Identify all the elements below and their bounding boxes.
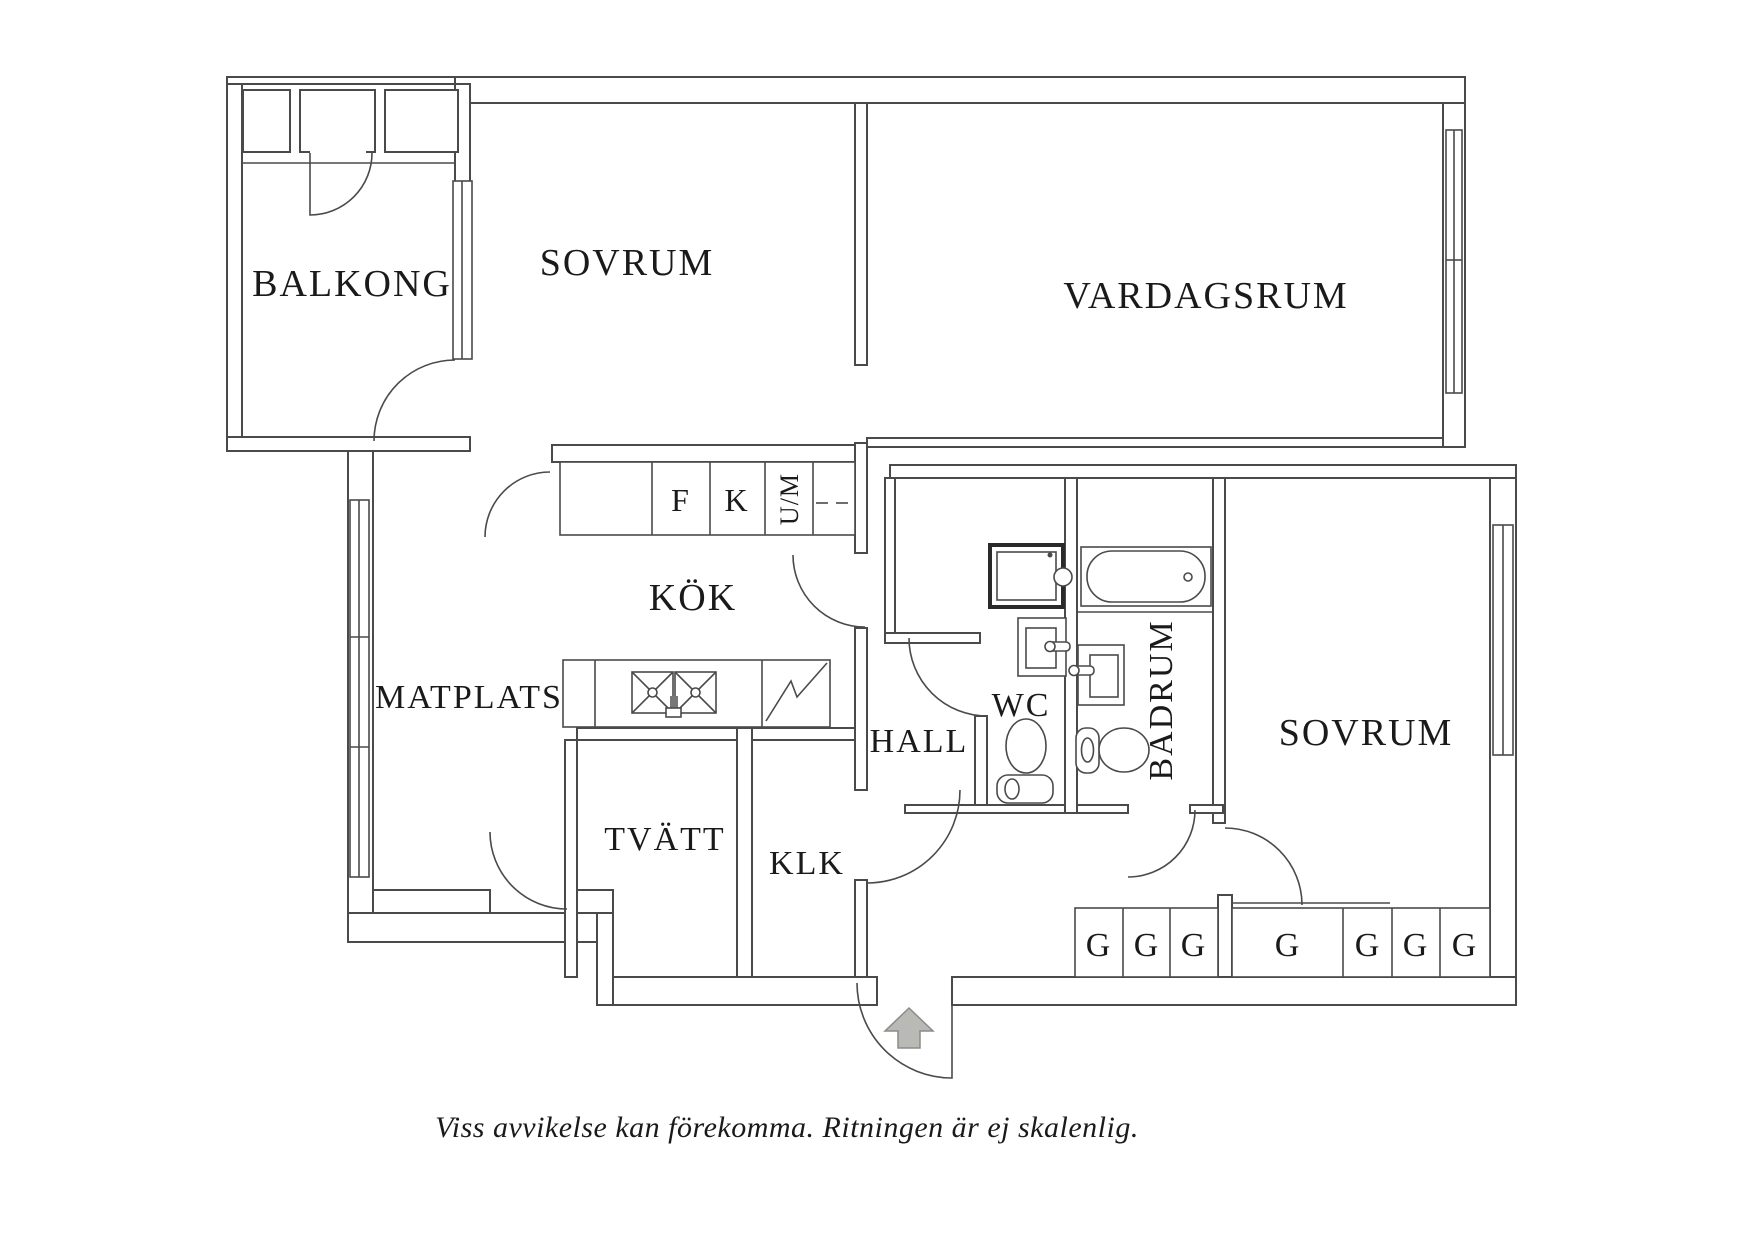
wall-tvatt-left bbox=[564, 739, 578, 978]
door-tvatt bbox=[489, 831, 568, 910]
label-hall: HALL bbox=[870, 723, 969, 760]
wall-top-main bbox=[454, 76, 1466, 104]
label-kok: KÖK bbox=[649, 577, 737, 619]
wall-hall-nook-horiz bbox=[884, 632, 981, 644]
label-tvatt: TVÄTT bbox=[604, 821, 725, 858]
wc-fixtures bbox=[988, 543, 1073, 804]
wall-wc-block-top bbox=[889, 464, 1517, 479]
sink-left bbox=[631, 671, 674, 714]
bathtub-icon bbox=[1077, 546, 1213, 613]
label-sovrum-top: SOVRUM bbox=[540, 242, 715, 284]
wall-kok-top bbox=[551, 444, 856, 463]
door-badrum bbox=[1127, 809, 1196, 878]
wall-badrum-south-right bbox=[1189, 804, 1224, 814]
label-wc: WC bbox=[992, 687, 1051, 724]
label-vardagsrum: VARDAGSRUM bbox=[1063, 275, 1348, 317]
door-balcony bbox=[373, 359, 456, 442]
wc-sink-icon bbox=[1017, 617, 1071, 677]
label-g-3: G bbox=[1181, 927, 1208, 964]
label-balkong: BALKONG bbox=[252, 263, 452, 305]
wall-kok-hall-upper bbox=[854, 442, 868, 554]
wardrobe-row bbox=[1074, 902, 1491, 978]
label-oven-micro: U/M bbox=[775, 473, 804, 525]
kitchen-upper-cabinets bbox=[559, 461, 856, 536]
room-labels: BALKONG SOVRUM VARDAGSRUM KÖK MATPLATS T… bbox=[252, 242, 1454, 882]
wardrobe-labels: G G G G G G G bbox=[1086, 927, 1479, 964]
wall-balcony-top bbox=[226, 76, 471, 85]
door-entrance bbox=[856, 982, 953, 1079]
label-g-2: G bbox=[1134, 927, 1161, 964]
wall-sovrum2-stub bbox=[1217, 894, 1233, 978]
door-balcony-railing bbox=[309, 152, 373, 216]
badrum-sink-icon bbox=[1068, 644, 1125, 706]
window-matplats-left bbox=[349, 499, 370, 878]
wall-vardagsrum-bottom bbox=[866, 437, 1444, 448]
label-g-4: G bbox=[1275, 927, 1302, 964]
faucet-icon bbox=[665, 696, 682, 718]
wall-wc-left bbox=[974, 715, 988, 814]
wall-wc-south bbox=[904, 804, 1066, 814]
door-sovrum-right bbox=[1224, 827, 1303, 906]
doors bbox=[309, 152, 1303, 1079]
label-matplats: MATPLATS bbox=[375, 679, 563, 716]
label-fridge: F bbox=[671, 482, 691, 518]
window-vardagsrum bbox=[1445, 129, 1463, 394]
window-balcony bbox=[452, 180, 473, 360]
balcony-railing-door-gap bbox=[310, 140, 366, 153]
door-wc bbox=[908, 637, 988, 717]
label-badrum: BADRUM bbox=[1143, 619, 1180, 780]
wall-bottom-left-outer bbox=[347, 912, 598, 943]
balcony-railing-3 bbox=[384, 89, 459, 153]
wall-kok-hall-mid bbox=[854, 627, 868, 791]
wall-klk-hall-lower bbox=[854, 879, 868, 978]
windows bbox=[349, 129, 1514, 878]
kitchen-counter bbox=[562, 659, 831, 728]
caption-text: Viss avvikelse kan förekomma. Ritningen … bbox=[435, 1111, 1139, 1144]
walls bbox=[226, 76, 1517, 1006]
appliance-labels: F K U/M bbox=[671, 473, 804, 525]
door-kok bbox=[792, 554, 866, 628]
label-klk: KLK bbox=[769, 845, 845, 882]
door-sovrum-top bbox=[484, 471, 551, 538]
wall-hall-nook-vert bbox=[884, 477, 896, 639]
label-g-5: G bbox=[1355, 927, 1382, 964]
wall-bottom-step bbox=[596, 912, 614, 1006]
wall-badrum-south-left bbox=[1076, 804, 1129, 814]
wall-bottom-mid bbox=[612, 976, 878, 1006]
balcony-railing-1 bbox=[242, 89, 291, 153]
sink-right bbox=[674, 671, 717, 714]
shower-icon bbox=[988, 543, 1073, 609]
wall-tvatt-klk-divider bbox=[736, 727, 753, 978]
badrum-toilet-icon bbox=[1075, 727, 1150, 774]
window-sovrum-right bbox=[1492, 524, 1514, 756]
wall-sovrum-vardagsrum bbox=[854, 102, 868, 366]
entrance-arrow-icon bbox=[883, 1006, 935, 1049]
wc-toilet-icon bbox=[996, 718, 1054, 804]
stove-icon bbox=[765, 662, 828, 722]
label-g-1: G bbox=[1086, 927, 1113, 964]
wall-bottom-right bbox=[951, 976, 1517, 1006]
wall-klk-top bbox=[751, 727, 856, 741]
door-klk bbox=[866, 789, 961, 884]
wall-tvatt-top bbox=[576, 727, 749, 741]
label-sovrum-right: SOVRUM bbox=[1279, 712, 1454, 754]
label-g-6: G bbox=[1403, 927, 1430, 964]
wall-balcony-left bbox=[226, 83, 243, 445]
label-freezer: K bbox=[724, 482, 749, 518]
wall-balcony-bottom bbox=[226, 436, 471, 452]
wall-badrum-sovrum bbox=[1212, 477, 1226, 824]
label-g-7: G bbox=[1452, 927, 1479, 964]
badrum-fixtures bbox=[1068, 546, 1213, 774]
